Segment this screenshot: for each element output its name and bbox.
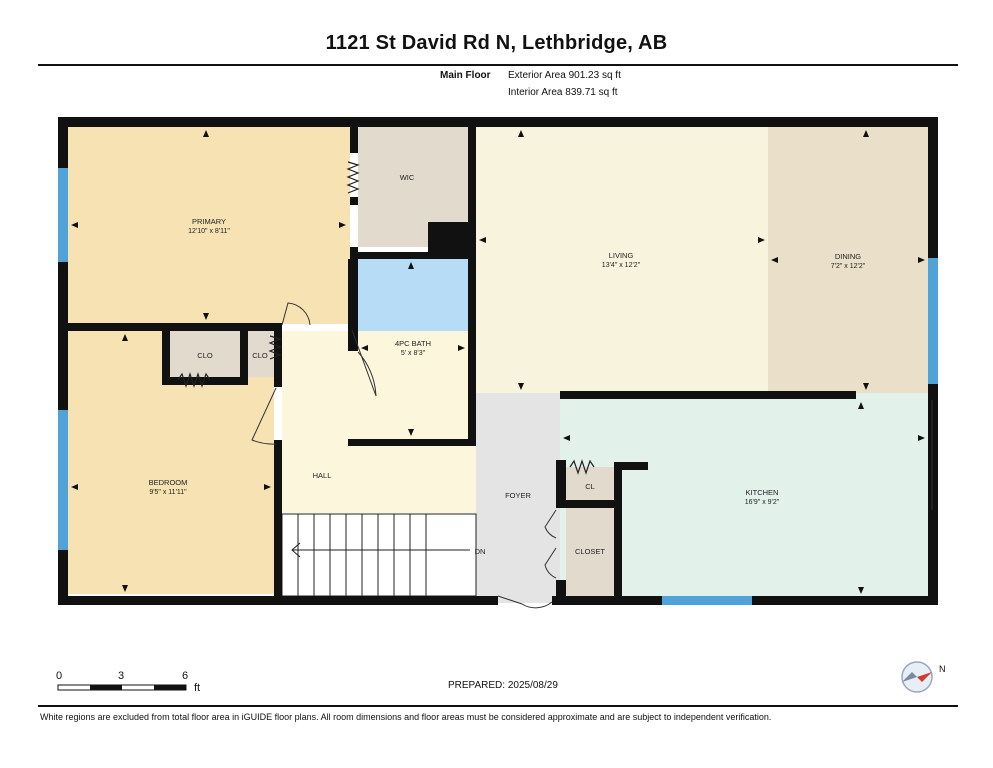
label-wic: WIC <box>400 173 415 182</box>
label-clo-2: CLO <box>252 351 268 360</box>
dims-living: 13'4" x 12'2" <box>602 262 641 269</box>
scale-tick-6: 6 <box>182 670 189 682</box>
footer-divider <box>38 705 958 707</box>
scale-unit: ft <box>194 682 201 694</box>
page-title: 1121 St David Rd N, Lethbridge, AB <box>325 32 668 54</box>
scale-tick-0: 0 <box>56 670 63 682</box>
door-swings <box>251 302 933 609</box>
label-kitchen: KITCHEN <box>746 488 779 497</box>
label-stairs: DN <box>475 547 486 556</box>
label-primary: PRIMARY <box>192 217 226 226</box>
scale-tick-3: 3 <box>118 670 125 682</box>
label-dining: DINING <box>835 252 861 261</box>
dimension-arrows <box>71 130 925 594</box>
dims-kitchen: 16'9" x 9'2" <box>745 499 780 506</box>
label-cl: CL <box>585 482 595 491</box>
room-hall <box>282 331 476 513</box>
room-cl <box>566 467 614 501</box>
label-closet: CLOSET <box>575 547 605 556</box>
room-living <box>476 127 768 393</box>
stairs <box>281 513 477 597</box>
disclaimer: White regions are excluded from total fl… <box>40 712 772 722</box>
header-divider <box>38 64 958 66</box>
room-primary <box>68 127 350 324</box>
label-hall: HALL <box>313 471 332 480</box>
dims-bath: 5' x 8'3" <box>401 350 426 357</box>
scale-bar <box>57 684 187 691</box>
label-bedroom: BEDROOM <box>149 478 188 487</box>
exterior-area: Exterior Area 901.23 sq ft <box>508 70 621 81</box>
label-clo-1: CLO <box>197 351 213 360</box>
windows <box>58 168 938 605</box>
room-closet <box>566 508 614 596</box>
room-clo-2 <box>248 331 274 377</box>
compass-north-label: N <box>939 664 946 674</box>
compass-icon: N <box>901 661 946 693</box>
closet-rods <box>177 161 595 475</box>
dims-primary: 12'10" x 8'11" <box>188 228 230 235</box>
label-foyer: FOYER <box>505 491 531 500</box>
floor-name: Main Floor <box>440 70 491 81</box>
room-dining <box>768 127 928 393</box>
dims-bedroom: 9'5" x 11'11" <box>149 489 187 496</box>
interior-area: Interior Area 839.71 sq ft <box>508 87 618 98</box>
prepared-date: PREPARED: 2025/08/29 <box>448 680 558 691</box>
label-bath: 4PC BATH <box>395 339 431 348</box>
dims-dining: 7'2" x 12'2" <box>831 263 866 270</box>
label-living: LIVING <box>609 251 634 260</box>
